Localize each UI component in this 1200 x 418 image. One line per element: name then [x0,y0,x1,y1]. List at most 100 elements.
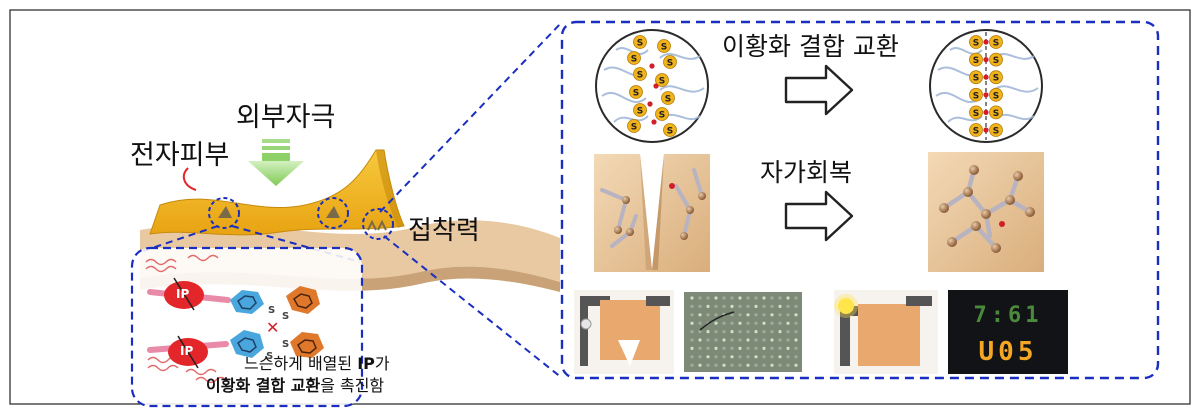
led-dot [714,304,718,308]
led-dot [738,313,742,317]
led-dot [746,321,750,325]
led-dot [794,355,798,359]
disulfide-exchange-label: 이황화 결합 교환 [722,32,899,61]
led-dot [794,313,798,317]
sulfur-atom [969,105,983,120]
caption-line-1-prefix: 느슨하게 배열된 [244,354,358,373]
sulfur-atom-label: S [993,109,999,119]
led-dot [722,338,726,342]
sulfur-atom [989,105,1003,120]
caption-line-1-suffix: 가 [374,354,390,373]
led-on-photo: 7:61 U05 [948,290,1068,374]
caption-line-2: 이황화 결합 교환을 촉진함 [206,378,384,394]
sulfur-atom-label: S [973,39,979,49]
led-dot [730,304,734,308]
led-dot [714,338,718,342]
led-dot [714,330,718,334]
e-skin-label: 전자피부 [130,140,230,171]
led-dot [778,296,782,300]
led-dot [722,355,726,359]
sulfur-atom [627,51,641,65]
sulfur-atom-label: S [637,107,643,117]
sulfur-atom [989,35,1003,49]
led-dot [786,321,790,325]
led-dot [754,355,758,359]
sulfur-atom-label: S [993,127,999,137]
led-dot [698,304,702,308]
sulfur-atom [655,107,669,121]
sulfur-atom [661,91,675,105]
led-dot [698,338,702,342]
sulfur-atom-label: S [993,91,999,101]
sulfur-atom [969,52,983,67]
led-dot [770,304,774,308]
led-dot [794,330,798,334]
led-dot [754,330,758,334]
bond-dot [983,109,989,115]
led-dot [778,338,782,342]
network-after [929,29,1043,143]
led-dot [698,363,702,367]
sulfur-atom [663,55,677,69]
led-dot [786,313,790,317]
circuit-cut-photo [574,290,674,374]
led-dot [746,355,750,359]
sulfur-atom [989,123,1003,137]
led-dot [706,330,710,334]
sulfur-atom-label: S [667,59,673,69]
sulfur-atom [633,103,647,117]
benzene-blue-1 [230,290,264,314]
sulfur-atom-label: S [973,127,979,137]
cut-block [594,154,710,272]
led-dot [714,346,718,350]
bond-dot [647,101,653,107]
led-dot [738,363,742,367]
led-dot [690,313,694,317]
benzene-orange-2 [290,332,324,358]
sulfur-tag-3: S [266,351,274,362]
led-dot [690,304,694,308]
led-dot [698,346,702,350]
led-dot [754,321,758,325]
led-dot [762,313,766,317]
sulfur-atom-label: S [973,56,979,66]
sulfur-atom-label: S [661,43,667,53]
led-dot [770,321,774,325]
led-dot [706,313,710,317]
led-dot [778,330,782,334]
mechanism-panel [560,20,1160,380]
display-top-readout: 7:61 [974,303,1043,328]
led-dot [738,346,742,350]
led-dot [794,304,798,308]
led-dot [754,296,758,300]
led-dot [706,355,710,359]
circuit-healed-photo [834,290,938,374]
led-dot [754,304,758,308]
led-dot [762,346,766,350]
sulfur-atom-label: S [637,71,643,81]
led-dot [762,363,766,367]
stimulus-arrow [248,139,304,186]
sulfur-atom [989,87,1003,102]
led-dot [746,346,750,350]
led-dot [714,313,718,317]
led-dot [698,313,702,317]
led-dot [690,355,694,359]
led-dot [746,296,750,300]
sulfur-atom [969,35,983,49]
led-dot [730,363,734,367]
led-dot [698,296,702,300]
led-dot [706,338,710,342]
outer-border [9,9,1191,405]
led-dot [730,296,734,300]
bond-dot [983,39,989,45]
sulfur-tag-1: S [268,305,276,316]
led-dot [762,321,766,325]
e-skin-pointer [182,167,197,191]
led-dot [738,321,742,325]
caption-line-2-suffix: 을 촉진함 [320,376,385,395]
led-dot [770,296,774,300]
bond-dot [649,63,655,69]
